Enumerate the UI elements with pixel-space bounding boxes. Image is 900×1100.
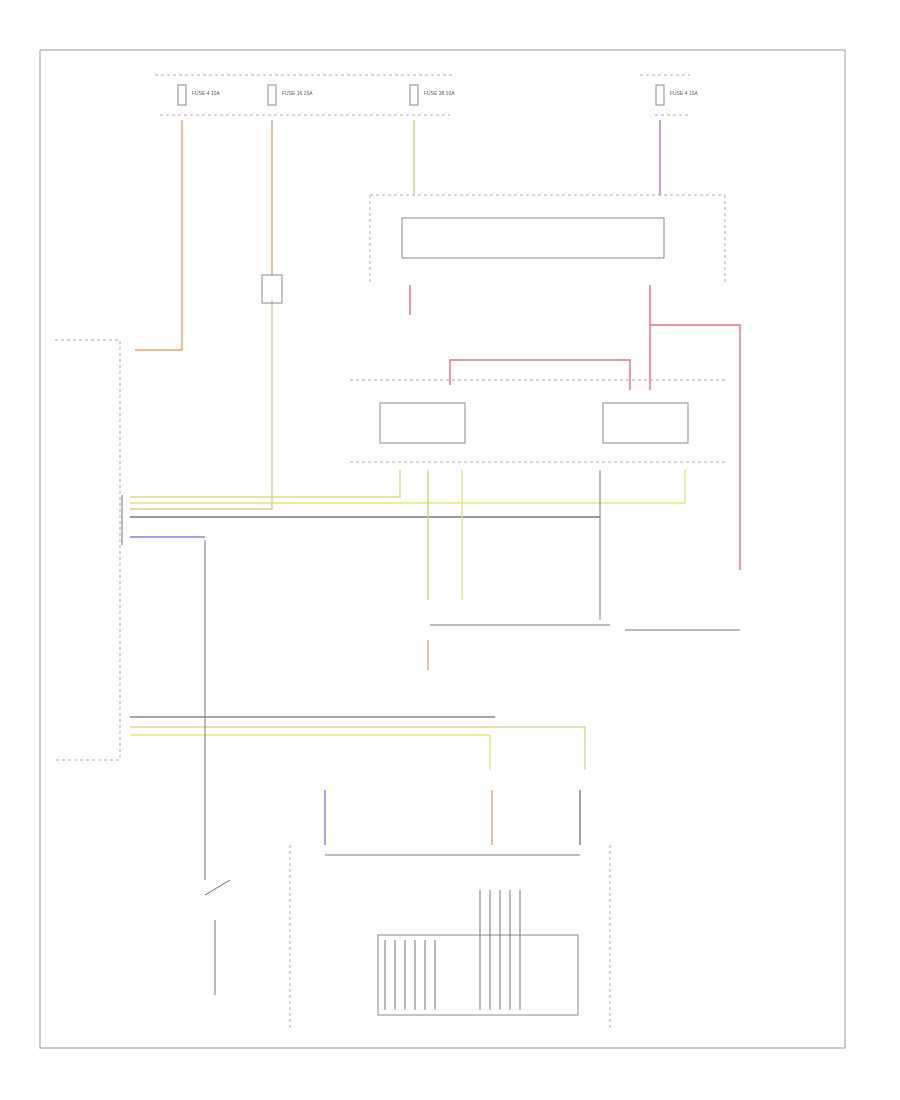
power-rail-group <box>155 74 690 116</box>
fuse: FUSE 38 10A <box>409 84 455 106</box>
fuse: FUSE 16 15A <box>267 84 313 106</box>
yellow-green-wire <box>130 470 401 498</box>
fuse-label: FUSE 4 10A <box>192 91 220 97</box>
fuse-label: FUSE 16 15A <box>282 91 313 97</box>
fuse-group: FUSE 4 10A FUSE 16 15A FUSE 38 10A FUSE … <box>177 84 698 106</box>
yellow-wire <box>130 470 686 504</box>
wire-group <box>130 120 741 845</box>
component-group <box>55 194 740 1030</box>
yellow-green-wire <box>130 726 586 770</box>
red-wire <box>650 324 741 570</box>
fuse: FUSE 4 10A <box>655 84 698 106</box>
relay <box>602 402 689 444</box>
fuse-label: FUSE 38 10A <box>424 91 455 97</box>
fuse: FUSE 4 10A <box>177 84 220 106</box>
fuse-label: FUSE 4 10A <box>670 91 698 97</box>
red-wire <box>449 359 631 390</box>
relay <box>379 402 466 444</box>
contact-bank <box>384 890 521 1010</box>
control-module <box>401 217 665 259</box>
orange-wire <box>130 300 273 510</box>
switch-assembly <box>377 934 579 1016</box>
orange-wire <box>135 120 183 351</box>
yellow-wire <box>130 734 491 770</box>
switch <box>261 274 283 304</box>
diagram-frame <box>39 49 846 1049</box>
